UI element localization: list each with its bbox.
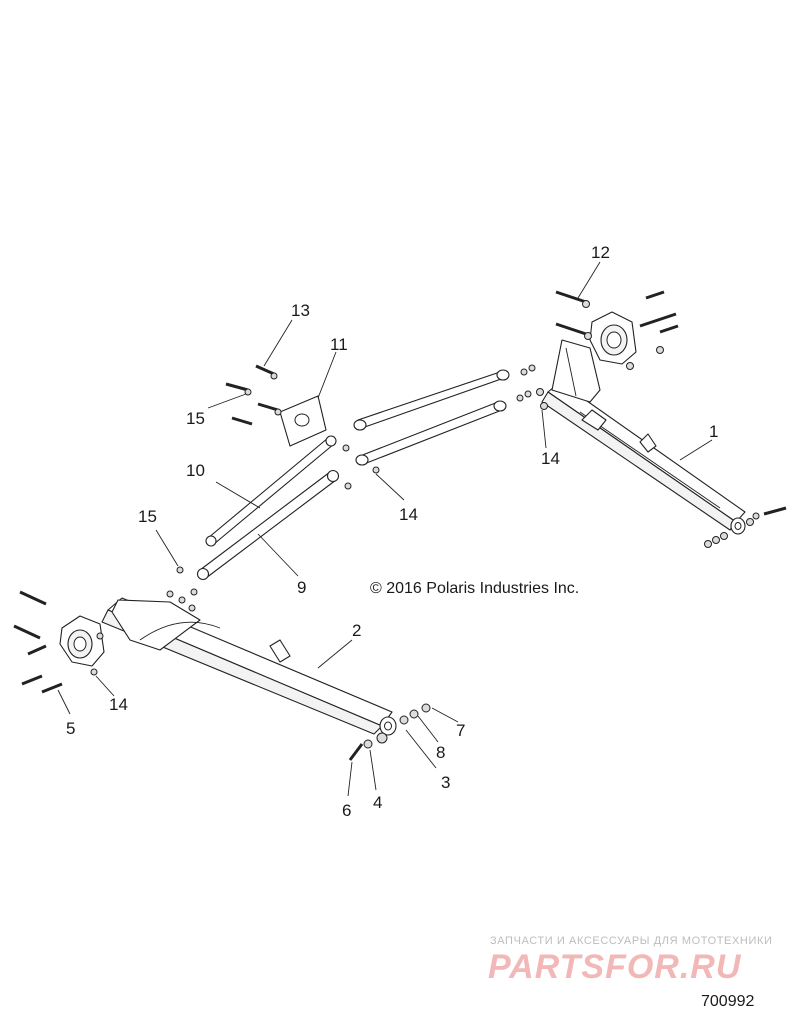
callout-11: 11 (330, 335, 348, 354)
callout-7: 7 (456, 721, 465, 740)
callout-15-upper: 15 (186, 409, 205, 428)
watermark-logo: PARTSFOR.RU (488, 948, 742, 986)
callout-12: 12 (591, 243, 610, 262)
callout-15-lower: 15 (138, 507, 157, 526)
hub-knuckle-right (589, 311, 637, 365)
watermark-tagline: ЗАПЧАСТИ И АКСЕССУАРЫ ДЛЯ МОТОТЕХНИКИ (490, 935, 772, 947)
callout-10: 10 (186, 461, 205, 480)
radius-rod-upper-right (353, 369, 510, 431)
callout-4: 4 (373, 793, 382, 812)
callout-8: 8 (436, 743, 445, 762)
callout-3: 3 (441, 773, 450, 792)
callout-6: 6 (342, 801, 351, 820)
hardware-bolts (13, 290, 787, 761)
callout-14-left: 14 (109, 695, 128, 714)
callout-14-center: 14 (399, 505, 418, 524)
callout-2: 2 (352, 621, 361, 640)
hardware-nuts (90, 300, 760, 749)
trailing-arm-left (101, 597, 397, 736)
callout-labels: 1 2 3 4 5 6 7 8 9 10 11 12 13 14 14 14 1… (66, 243, 718, 820)
callout-1: 1 (709, 422, 718, 441)
leader-lines (57, 261, 713, 797)
callout-9: 9 (297, 578, 306, 597)
callout-14-right: 14 (541, 449, 560, 468)
radius-rod-9 (196, 469, 340, 581)
copyright-notice: © 2016 Polaris Industries Inc. (370, 580, 579, 597)
mounting-bracket (279, 395, 327, 447)
hub-knuckle-left (59, 615, 105, 667)
diagram-number: 700992 (701, 993, 754, 1010)
radius-rod-lower-right (355, 400, 507, 466)
trailing-arm-right (541, 339, 746, 535)
callout-13: 13 (291, 301, 310, 320)
radius-rod-10 (205, 435, 337, 547)
callout-5: 5 (66, 719, 75, 738)
